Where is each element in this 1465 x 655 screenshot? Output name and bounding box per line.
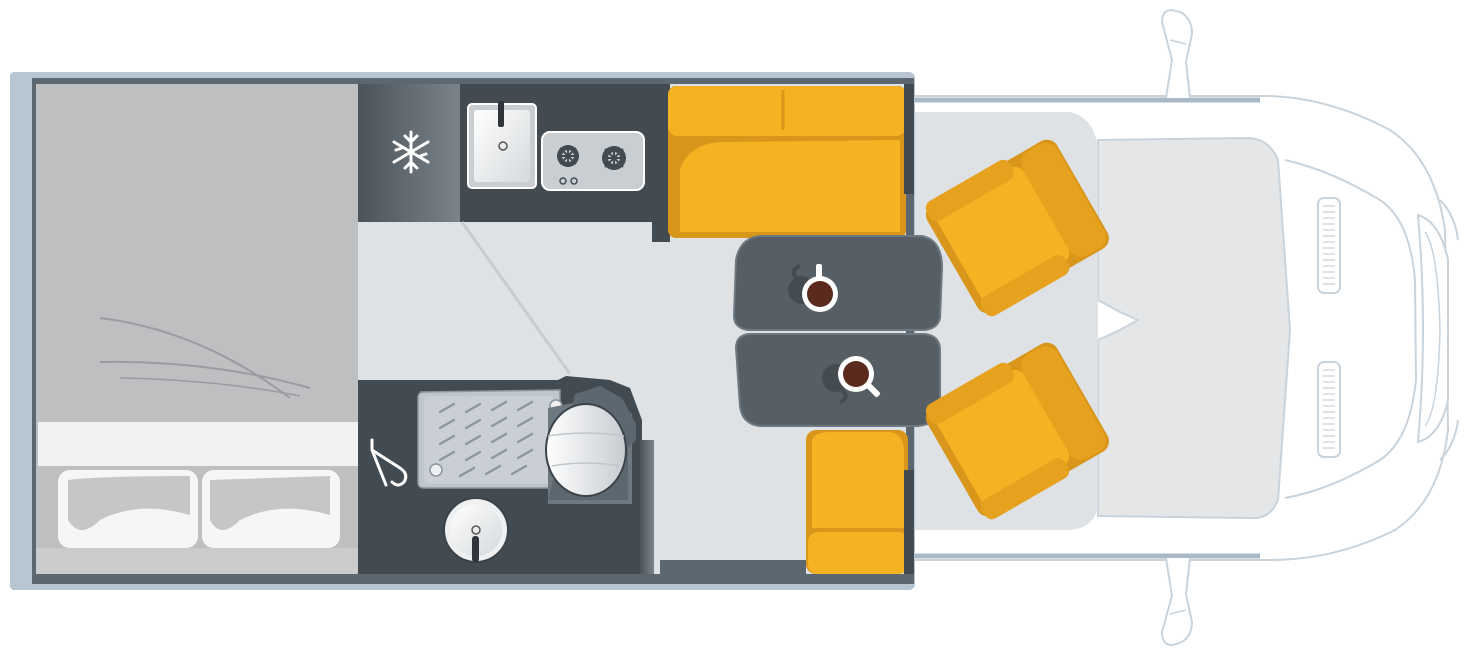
pillow	[202, 470, 340, 548]
cab-seat-passenger	[925, 342, 1109, 520]
cab-seat-driver	[925, 139, 1109, 317]
kitchen-counter	[460, 84, 652, 222]
hanger-icon	[370, 438, 408, 487]
snowflake-icon	[392, 130, 430, 174]
mirror-icon	[1160, 557, 1194, 647]
front-grille-top	[1317, 197, 1341, 294]
toilet-icon	[545, 386, 636, 504]
faucet-icon	[472, 536, 479, 562]
coffee-cup-icon	[788, 264, 838, 312]
kitchen-hob	[541, 131, 645, 191]
coffee-cup-icon	[822, 356, 880, 404]
stove-burner-icon	[557, 145, 579, 167]
dining-table	[732, 235, 944, 427]
kitchen-fridge	[358, 84, 460, 222]
kitchen-sink	[467, 101, 537, 189]
shower-tray-icon	[417, 389, 563, 489]
side-seat	[806, 430, 914, 574]
rear-wall	[10, 72, 32, 590]
bench-seat	[652, 84, 914, 242]
mirror-icon	[1160, 8, 1194, 99]
stove-burner-icon	[602, 146, 626, 170]
wardrobe	[358, 380, 414, 574]
rear-bed	[36, 84, 360, 574]
sink-icon	[440, 497, 540, 568]
washroom	[414, 376, 806, 574]
pillow	[58, 470, 198, 548]
front-grille-bottom	[1317, 361, 1341, 458]
faucet-icon	[498, 101, 504, 127]
door-swing-line	[460, 221, 572, 375]
